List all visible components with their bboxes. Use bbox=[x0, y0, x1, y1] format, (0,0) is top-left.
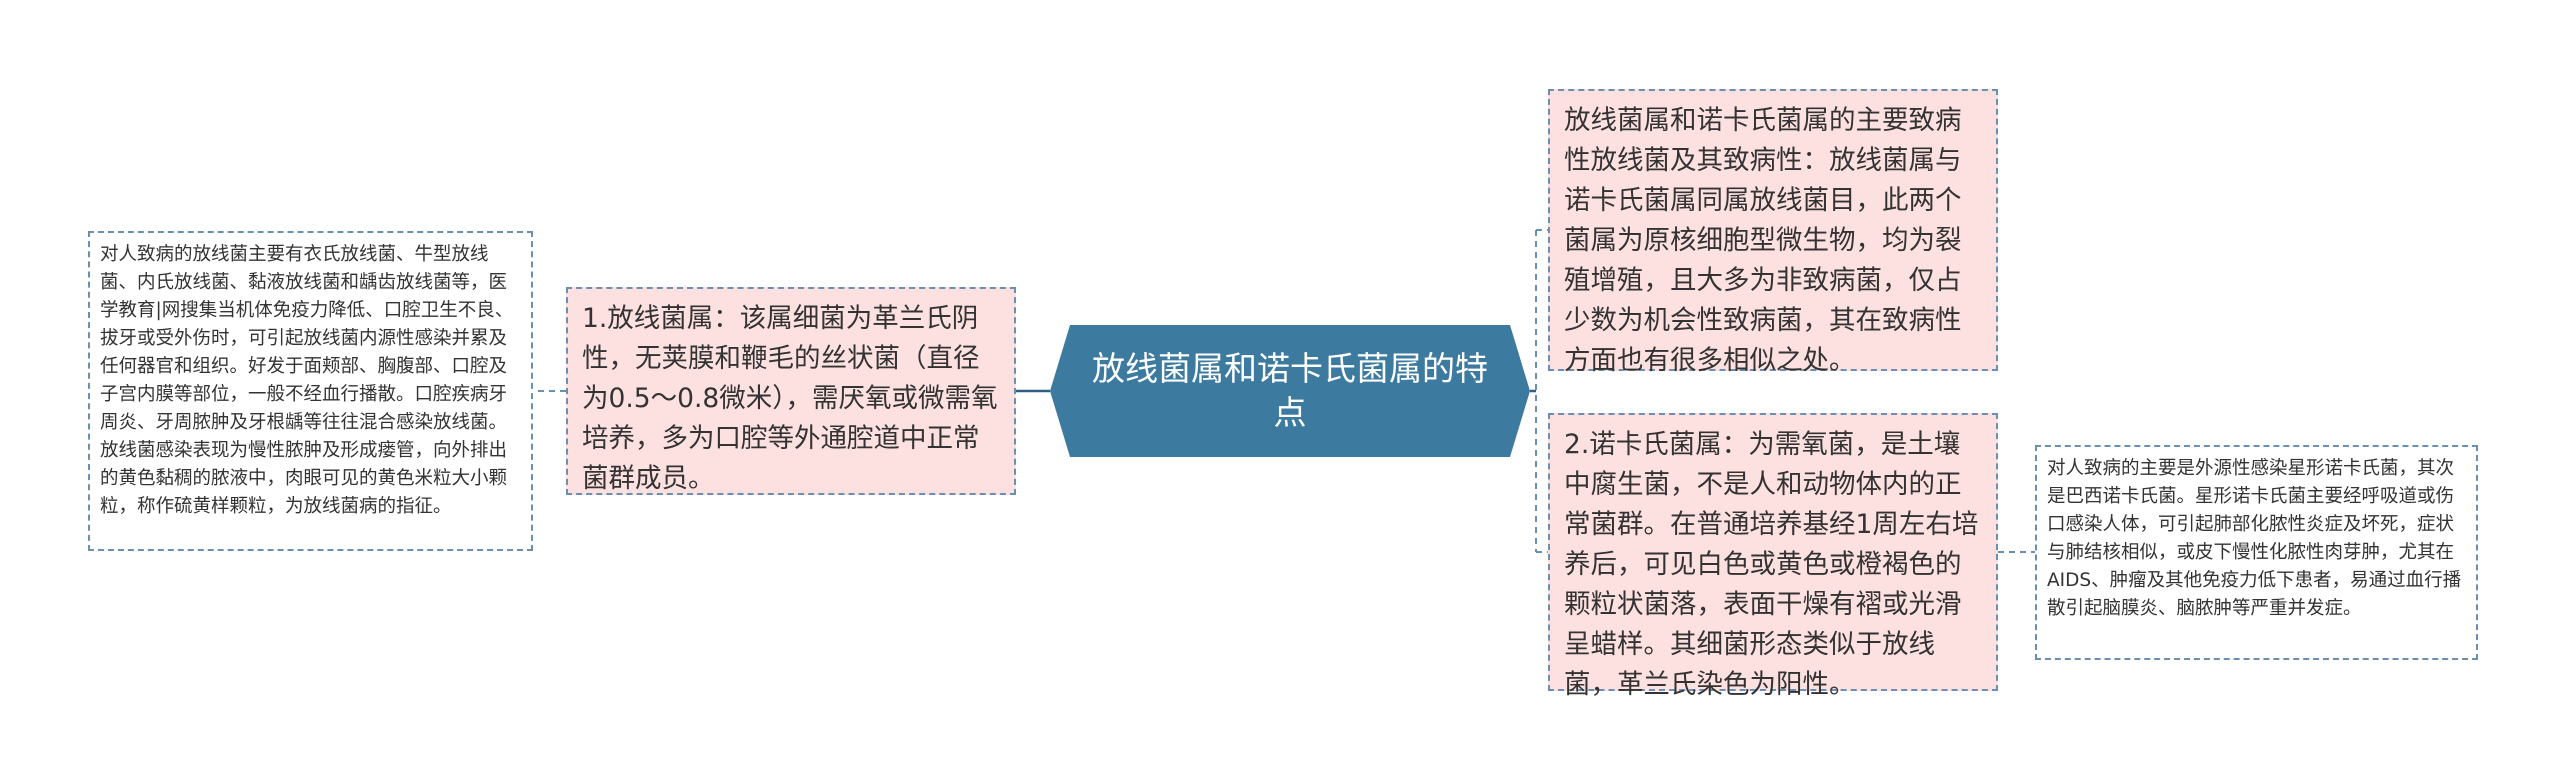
topic-main-pathogenicity[interactable]: 放线菌属和诺卡氏菌属的主要致病性放线菌及其致病性：放线菌属与诺卡氏菌属同属放线菌… bbox=[1548, 89, 1998, 376]
detail-nocardia-text: 对人致病的主要是外源性感染星形诺卡氏菌，其次是巴西诺卡氏菌。星形诺卡氏菌主要经呼… bbox=[2047, 458, 2462, 619]
central-hexagon-shape bbox=[1050, 325, 1530, 457]
topic-actinomyces-text: 1.放线菌属：该属细菌为革兰氏阴性，无荚膜和鞭毛的丝状菌（直径为0.5～0.8微… bbox=[582, 303, 998, 494]
detail-nocardia-pathogenicity[interactable]: 对人致病的主要是外源性感染星形诺卡氏菌，其次是巴西诺卡氏菌。星形诺卡氏菌主要经呼… bbox=[2035, 445, 2478, 660]
detail-actinomyces-pathogenicity[interactable]: 对人致病的放线菌主要有衣氏放线菌、牛型放线菌、内氏放线菌、黏液放线菌和龋齿放线菌… bbox=[88, 231, 533, 551]
detail-actinomyces-text: 对人致病的放线菌主要有衣氏放线菌、牛型放线菌、内氏放线菌、黏液放线菌和龋齿放线菌… bbox=[100, 244, 514, 517]
central-topic-label: 放线菌属和诺卡氏菌属的特点 bbox=[1092, 349, 1488, 432]
topic-nocardia-text: 2.诺卡氏菌属：为需氧菌，是土壤中腐生菌，不是人和动物体内的正常菌群。在普通培养… bbox=[1564, 429, 1979, 700]
topic-main-pathogenicity-text: 放线菌属和诺卡氏菌属的主要致病性放线菌及其致病性：放线菌属与诺卡氏菌属同属放线菌… bbox=[1564, 105, 1962, 376]
topic-actinomyces[interactable]: 1.放线菌属：该属细菌为革兰氏阴性，无荚膜和鞭毛的丝状菌（直径为0.5～0.8微… bbox=[566, 287, 1016, 495]
central-topic[interactable]: 放线菌属和诺卡氏菌属的特点 bbox=[1050, 325, 1530, 457]
topic-nocardia[interactable]: 2.诺卡氏菌属：为需氧菌，是土壤中腐生菌，不是人和动物体内的正常菌群。在普通培养… bbox=[1548, 413, 1998, 700]
